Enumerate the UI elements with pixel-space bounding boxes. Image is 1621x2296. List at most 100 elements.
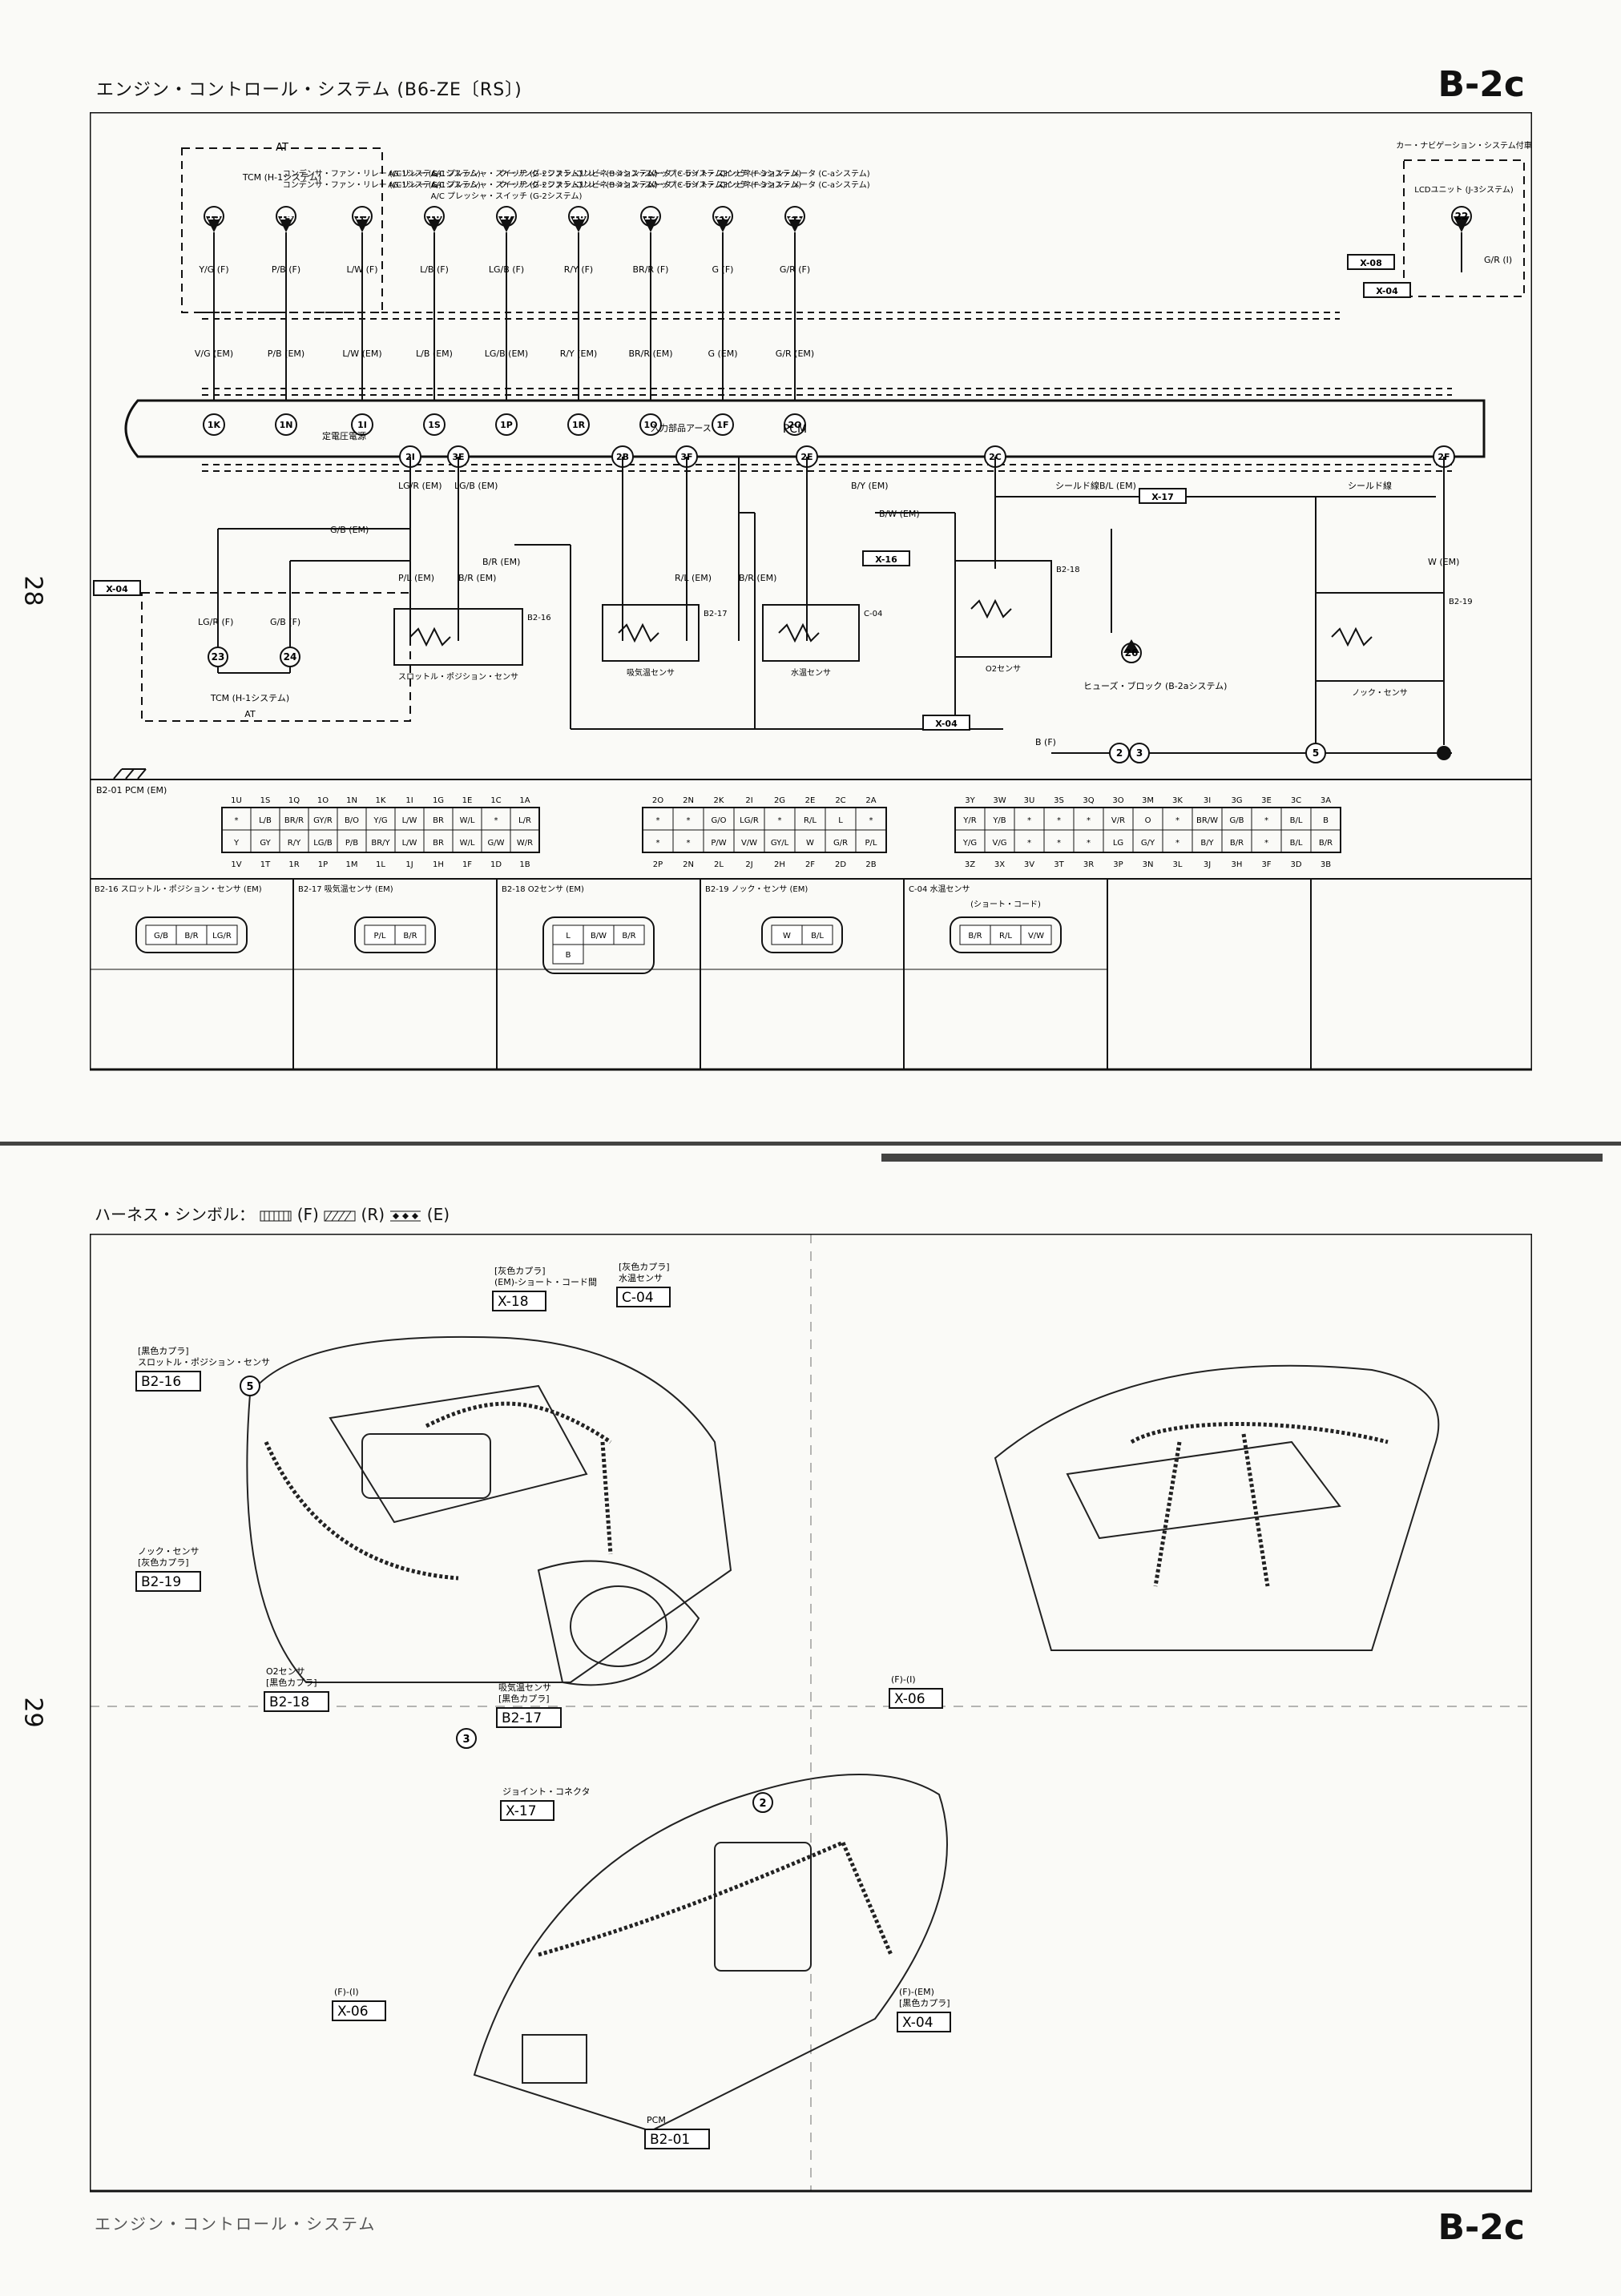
pin-wire: * — [778, 816, 782, 825]
pin-wire: * — [1264, 839, 1268, 848]
legend-text: ハーネス・シンボル： — [95, 1205, 255, 1224]
pcm-label-left: 定電圧電源 — [322, 430, 366, 441]
connector-tag-x-04: X-04 — [922, 715, 970, 731]
pin-id: 3M — [1142, 796, 1154, 805]
nav-box: カー・ナビゲーション・システム付車 LCDユニット (J-3システム) 22 G… — [1396, 140, 1532, 297]
page-code-top: B-2c — [1438, 64, 1526, 105]
pcm-pin-label: 1O — [643, 420, 657, 430]
callout-desc: [灰色カプラ] — [494, 1265, 546, 1276]
pin-wire: G/B — [1230, 816, 1244, 825]
pin-id: 2P — [653, 860, 663, 869]
callout-code: B2-19 — [141, 1574, 181, 1590]
sensor-conn: B2-19 — [1449, 598, 1473, 606]
at-label: AT — [276, 142, 288, 154]
connector-arrow-icon — [643, 216, 659, 232]
pin-wire: O — [1145, 816, 1151, 825]
wire-label: B/R (EM) — [458, 573, 496, 583]
pcm-pin-label: 2O — [788, 420, 801, 430]
pin-id: 1J — [405, 860, 413, 869]
pcm-pin — [351, 413, 373, 436]
pin-wire: V/G — [993, 839, 1007, 848]
wire-label: G/R (I) — [1484, 255, 1512, 265]
wire-label: B/R (EM) — [482, 557, 520, 567]
pin-id: 2O — [652, 796, 663, 805]
pin-id: 1U — [231, 796, 242, 805]
pin-wire: W — [806, 839, 814, 848]
connector-view-title: B2-19 ノック・センサ (EM) — [705, 884, 808, 894]
top-connector-19: コンビネーション・メータ (C-bシステム)コンビネーション・メータ (C-bシ… — [575, 169, 726, 436]
wire-color-f: G (F) — [712, 264, 734, 275]
pin-wire: BR/W — [1196, 816, 1218, 825]
legend-e: (E) — [426, 1205, 450, 1224]
page-title: エンジン・コントロール・システム (B6-ZE〔RS〕) — [96, 80, 522, 100]
pin-id: 2B — [865, 860, 876, 869]
wire-color-em: R/Y (EM) — [560, 348, 598, 359]
connector-name: コンビネーション・メータ (C-aシステム) — [720, 180, 869, 190]
pin-wire: B/L — [1290, 839, 1303, 848]
pin-wire: * — [1027, 816, 1031, 825]
top-connector-17: A/C プレッシャ・スイッチ (G-2システム)A/C プレッシャ・スイッチ (… — [431, 169, 582, 436]
legend-f: (F) — [296, 1205, 319, 1224]
callout-code: X-04 — [902, 2015, 933, 2031]
sensor-b2-17: 吸気温センサ B2-17 — [602, 604, 728, 678]
pcm-pin-label: 1R — [572, 420, 586, 430]
pin-wire: * — [1264, 816, 1268, 825]
tcm-conn-24: 24 — [284, 651, 297, 663]
pcm-pin-label: 1I — [357, 420, 367, 430]
connector-arrow-icon — [498, 216, 514, 232]
connector-num: 21 — [788, 211, 802, 222]
wire-color-f: R/Y (F) — [564, 264, 593, 275]
scan-line — [0, 1142, 1621, 1146]
pcm-pin-label: 1S — [428, 420, 441, 430]
pcm-pin — [203, 413, 225, 436]
wire-color-em: LG/B (EM) — [485, 348, 528, 359]
callout-group: [灰色カプラ](EM)-ショート・コード間 X-18 [灰色カプラ]水温センサC-0… — [135, 1261, 951, 2149]
connector-pin: L — [566, 932, 571, 941]
wire-label: R/L (EM) — [675, 573, 712, 583]
svg-text:X-17: X-17 — [1151, 492, 1173, 502]
pin-id: 1V — [231, 860, 241, 869]
pin-id: 1B — [519, 860, 530, 869]
connector-tag-x-08: X-08 — [1347, 254, 1395, 270]
shield-label-2: シールド線 — [1348, 480, 1392, 491]
connector-num: 19 — [644, 211, 658, 222]
wire-color-f: L/B (F) — [420, 264, 449, 275]
wire-color-em: V/G (EM) — [195, 348, 233, 359]
connector-num: 14 — [280, 211, 293, 222]
ground-group: 2 3 5 — [113, 743, 1451, 779]
sensor-name: 吸気温センサ — [627, 667, 675, 678]
pin-wire: * — [687, 839, 691, 848]
pin-wire: BR — [433, 816, 444, 825]
pin-wire: LG/R — [740, 816, 759, 825]
pin-id: 2A — [865, 796, 876, 805]
top-connector-13: 13Y/G (F)V/G (EM)1K — [195, 206, 233, 436]
pin-id: 3S — [1054, 796, 1064, 805]
pin-wire: BR/Y — [371, 839, 390, 848]
fuse-num: 26 — [1125, 647, 1139, 659]
engine-bay-illustration — [246, 1335, 732, 1686]
callout-code: X-18 — [498, 1294, 529, 1310]
sensor-conn: B2-17 — [704, 610, 728, 618]
connector-pin: B/R — [968, 932, 982, 941]
pin-wire: R/Y — [288, 839, 301, 848]
tcm-wire-lgr: LG/R (F) — [198, 617, 233, 627]
connector-pin: B/R — [184, 932, 198, 941]
callout-code: B2-17 — [502, 1710, 542, 1726]
connector-name: A/Cリレー (G-1システム) — [388, 169, 481, 179]
callout-b2-18: O2センサ[黒色カプラ]B2-18 — [264, 1666, 329, 1712]
pin-wire: W/L — [460, 839, 475, 848]
pin-wire: * — [1175, 839, 1179, 848]
callout-desc: (EM)-ショート・コード間 — [494, 1277, 597, 1287]
sensor-conn: B2-16 — [527, 614, 551, 622]
pin-id: 3K — [1172, 796, 1183, 805]
callout-code: B2-16 — [141, 1374, 181, 1390]
shield-label-1: シールド線 — [1055, 480, 1099, 491]
wire-color-em: L/W (EM) — [342, 348, 381, 359]
